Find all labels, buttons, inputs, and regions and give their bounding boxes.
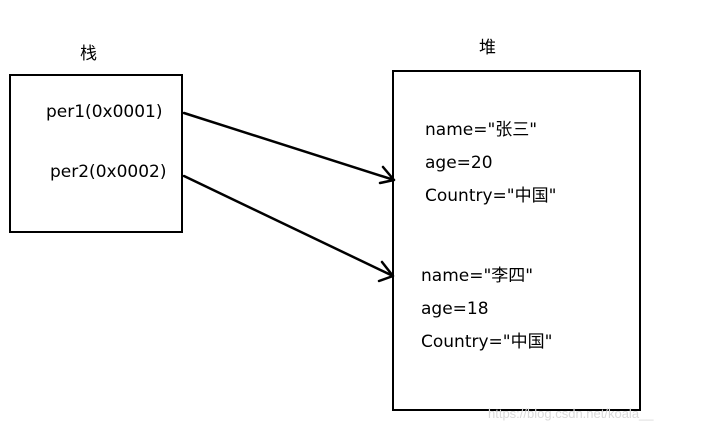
stack-entry-per2: per2(0x0002) bbox=[50, 162, 167, 182]
heap-object-1-age: age=20 bbox=[425, 153, 493, 173]
arrow-per1-to-object-1 bbox=[182, 111, 396, 185]
heap-box bbox=[392, 70, 641, 411]
heap-object-2-age: age=18 bbox=[421, 299, 489, 319]
stack-entry-per1: per1(0x0001) bbox=[46, 102, 163, 122]
heap-object-1-name: name="张三" bbox=[425, 120, 538, 140]
watermark: https://blog.csdn.net/koala__ bbox=[488, 406, 654, 421]
stack-box bbox=[9, 74, 183, 233]
arrow-per2-to-object-2 bbox=[182, 174, 395, 283]
stack-title: 栈 bbox=[80, 44, 97, 64]
heap-title: 堆 bbox=[479, 38, 496, 58]
heap-object-1-country: Country="中国" bbox=[425, 186, 557, 206]
heap-object-2-name: name="李四" bbox=[421, 266, 534, 286]
heap-object-2-country: Country="中国" bbox=[421, 332, 553, 352]
